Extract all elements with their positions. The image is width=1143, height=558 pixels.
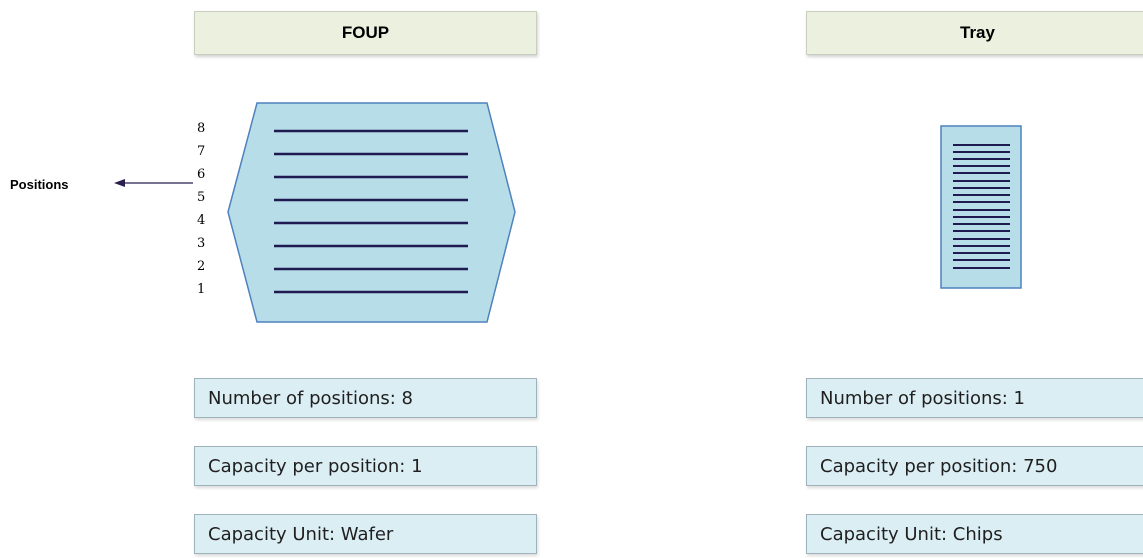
tray-header: Tray bbox=[806, 11, 1143, 55]
tray-capacity-per-position: Capacity per position: 750 bbox=[806, 446, 1143, 486]
position-number-1: 1 bbox=[197, 282, 206, 297]
position-number-6: 6 bbox=[197, 167, 206, 182]
foup-container-shape bbox=[227, 102, 516, 323]
tray-number-of-positions: Number of positions: 1 bbox=[806, 378, 1143, 418]
position-number-5: 5 bbox=[197, 190, 206, 205]
tray-title: Tray bbox=[960, 23, 995, 42]
foup-title: FOUP bbox=[341, 23, 390, 42]
foup-capacity-unit: Capacity Unit: Wafer bbox=[194, 514, 537, 554]
foup-slot-lines bbox=[274, 129, 468, 294]
tray-capacity-unit: Capacity Unit: Chips bbox=[806, 514, 1143, 554]
position-number-8: 8 bbox=[197, 121, 206, 136]
positions-arrow bbox=[114, 179, 193, 187]
positions-label: Positions bbox=[10, 177, 69, 192]
foup-header: FOUP bbox=[194, 11, 537, 55]
foup-capacity-per-position: Capacity per position: 1 bbox=[194, 446, 537, 486]
tray-container-shape bbox=[940, 125, 1022, 289]
tray-chip-lines bbox=[953, 144, 1010, 269]
position-number-2: 2 bbox=[197, 259, 206, 274]
foup-number-of-positions: Number of positions: 8 bbox=[194, 378, 537, 418]
position-number-3: 3 bbox=[197, 236, 206, 251]
position-number-7: 7 bbox=[197, 144, 206, 159]
position-number-4: 4 bbox=[197, 213, 206, 228]
